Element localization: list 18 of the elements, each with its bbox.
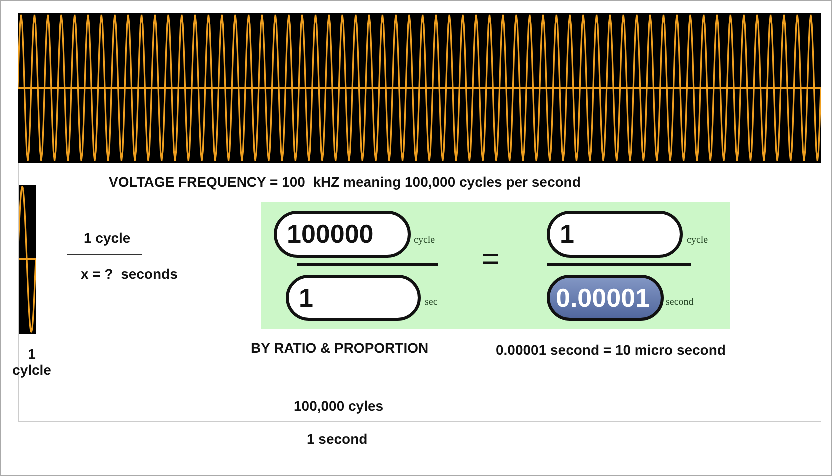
unit-label: cycle: [414, 235, 436, 246]
fraction-denominator: x = ? seconds: [81, 266, 178, 282]
unit-label: second: [666, 297, 694, 308]
answer-box: 0.00001: [547, 275, 664, 321]
equation-panel: [261, 202, 730, 329]
value-box: 1: [547, 211, 683, 258]
result-text: 0.00001 second = 10 micro second: [496, 342, 726, 358]
fraction-numerator: 1 cycle: [84, 230, 131, 246]
time-caption: 1 second: [307, 431, 368, 447]
value-box: 100000: [274, 211, 411, 258]
method-caption: BY RATIO & PROPORTION: [251, 340, 429, 356]
unit-label: cycle: [687, 235, 708, 246]
heading-text: VOLTAGE FREQUENCY = 100 kHZ meaning 100,000 cycles per second: [109, 174, 581, 190]
unit-label: sec: [425, 297, 438, 308]
waveform-caption: 1 cylcle: [12, 346, 52, 378]
equals-sign: =: [482, 243, 500, 277]
cycles-caption: 100,000 cyles: [294, 398, 384, 414]
value-box: 1: [286, 275, 421, 321]
